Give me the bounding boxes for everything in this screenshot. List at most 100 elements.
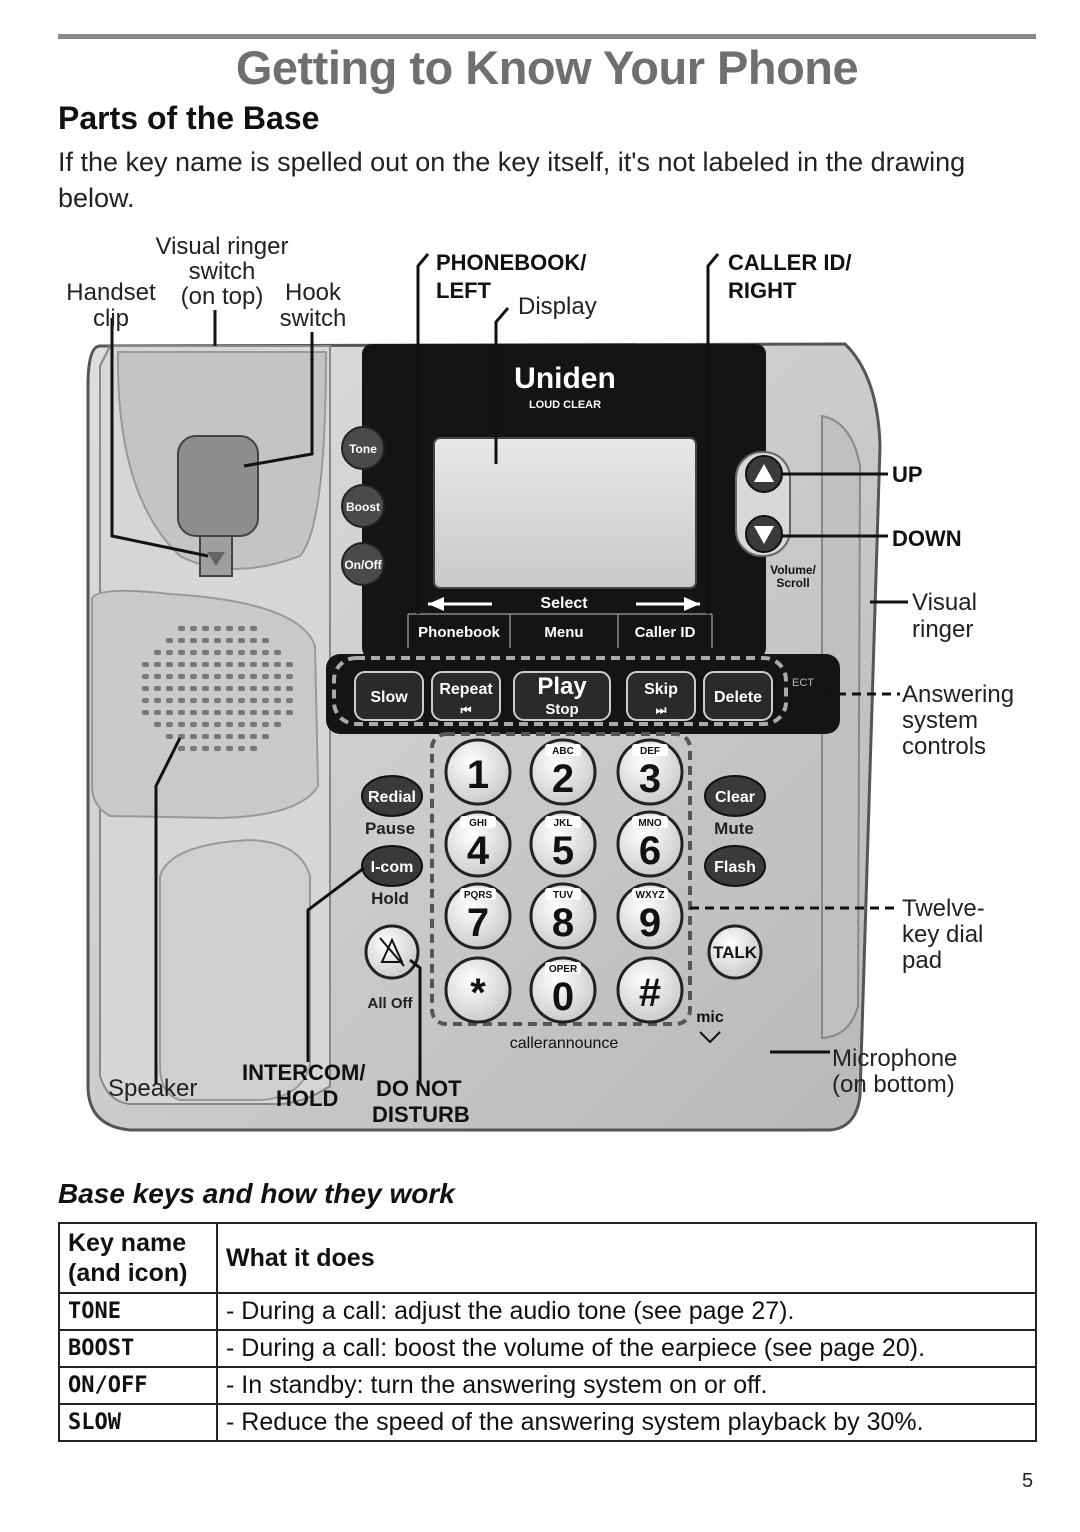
grille-dot bbox=[286, 662, 293, 667]
answer-key-4[interactable]: Delete bbox=[703, 671, 773, 721]
soft-key-2[interactable]: Caller ID bbox=[635, 624, 696, 641]
side-key-tone[interactable]: Tone bbox=[341, 426, 385, 470]
page-number: 5 bbox=[1022, 1470, 1034, 1492]
left-key-label: Redial bbox=[368, 789, 416, 806]
answer-key-0[interactable]: Slow bbox=[354, 671, 424, 721]
dial-key-1[interactable]: 1 bbox=[444, 738, 512, 806]
grille-dot bbox=[166, 710, 173, 715]
answer-key-3[interactable]: Skip⏭ bbox=[626, 671, 696, 721]
page-title: Getting to Know Your Phone bbox=[235, 41, 859, 94]
grille-dot bbox=[262, 722, 269, 727]
label-dial-pad-2: key dial bbox=[902, 921, 983, 948]
soft-key-1[interactable]: Menu bbox=[544, 624, 583, 641]
grille-dot bbox=[262, 650, 269, 655]
grille-dot bbox=[214, 710, 221, 715]
dial-key-digit: 8 bbox=[552, 901, 574, 945]
answer-key-label: Play bbox=[537, 673, 587, 700]
grille-dot bbox=[238, 686, 245, 691]
grille-dot bbox=[226, 722, 233, 727]
grille-dot bbox=[250, 722, 257, 727]
grille-dot bbox=[166, 734, 173, 739]
grille-dot bbox=[202, 734, 209, 739]
key-desc-cell: - During a call: adjust the audio tone (… bbox=[216, 1292, 1037, 1331]
label-hook-switch-1: Hook bbox=[285, 279, 342, 306]
grille-dot bbox=[202, 674, 209, 679]
leader-intercom bbox=[306, 866, 365, 1062]
grille-dot bbox=[178, 650, 185, 655]
label-down: DOWN bbox=[892, 526, 962, 551]
label-visual-ringer-switch-2: switch bbox=[189, 258, 256, 285]
label-phonebook-2: LEFT bbox=[436, 278, 492, 303]
grille-dot bbox=[250, 686, 257, 691]
grille-dot bbox=[262, 698, 269, 703]
leader-caller-id bbox=[706, 253, 720, 614]
grille-dot bbox=[238, 638, 245, 643]
right-key-2[interactable]: TALK bbox=[707, 924, 763, 980]
side-key-label: Boost bbox=[346, 500, 380, 514]
dial-key-letters: GHI bbox=[469, 818, 487, 829]
grille-dot bbox=[166, 662, 173, 667]
grille-dot bbox=[226, 686, 233, 691]
grille-dot bbox=[250, 698, 257, 703]
answer-key-sublabel: Stop bbox=[545, 701, 578, 718]
grille-dot bbox=[286, 710, 293, 715]
left-key-caption: All Off bbox=[368, 995, 414, 1012]
speaker-grille bbox=[142, 626, 293, 751]
label-caller-id-1: CALLER ID/ bbox=[728, 250, 851, 275]
grille-dot bbox=[214, 698, 221, 703]
soft-key-0[interactable]: Phonebook bbox=[418, 624, 500, 641]
grille-dot bbox=[142, 662, 149, 667]
grille-dot bbox=[214, 674, 221, 679]
grille-dot bbox=[286, 674, 293, 679]
grille-dot bbox=[166, 686, 173, 691]
grille-dot bbox=[226, 698, 233, 703]
grille-dot bbox=[154, 674, 161, 679]
right-key-1[interactable]: Flash bbox=[704, 845, 766, 887]
dial-key-digit: 6 bbox=[639, 829, 661, 873]
dial-key-digit: 7 bbox=[467, 901, 489, 945]
grille-dot bbox=[202, 722, 209, 727]
grille-dot bbox=[238, 734, 245, 739]
key-name-cell: TONE bbox=[58, 1292, 218, 1331]
key-name-cell: ON/OFF bbox=[58, 1366, 218, 1405]
grille-dot bbox=[202, 638, 209, 643]
grille-dot bbox=[238, 746, 245, 751]
left-key-2[interactable]: All Off bbox=[364, 924, 420, 1012]
label-dnd-2: DISTURB bbox=[372, 1102, 470, 1127]
side-key-boost[interactable]: Boost bbox=[341, 484, 385, 528]
label-intercom-2: HOLD bbox=[276, 1086, 338, 1111]
side-key-on-off[interactable]: On/Off bbox=[341, 542, 385, 586]
dial-key-digit: 3 bbox=[639, 757, 661, 801]
label-answering-3: controls bbox=[902, 733, 986, 760]
grille-dot bbox=[262, 638, 269, 643]
label-microphone-1: Microphone bbox=[832, 1045, 957, 1072]
label-hook-switch-2: switch bbox=[280, 305, 347, 332]
label-intercom-1: INTERCOM/ bbox=[242, 1060, 365, 1085]
dial-key-letters: OPER bbox=[549, 964, 578, 975]
key-desc-cell: - During a call: boost the volume of the… bbox=[216, 1329, 1037, 1368]
dial-key-pound[interactable]: # bbox=[616, 956, 684, 1024]
answer-key-1[interactable]: Repeat⏮ bbox=[431, 671, 501, 721]
brand-logo: Uniden bbox=[514, 362, 616, 395]
grille-dot bbox=[202, 650, 209, 655]
dial-key-star[interactable]: * bbox=[444, 956, 512, 1024]
label-answering-2: system bbox=[902, 707, 978, 734]
title-rule bbox=[58, 34, 1036, 39]
grille-dot bbox=[274, 662, 281, 667]
grille-dot bbox=[178, 662, 185, 667]
